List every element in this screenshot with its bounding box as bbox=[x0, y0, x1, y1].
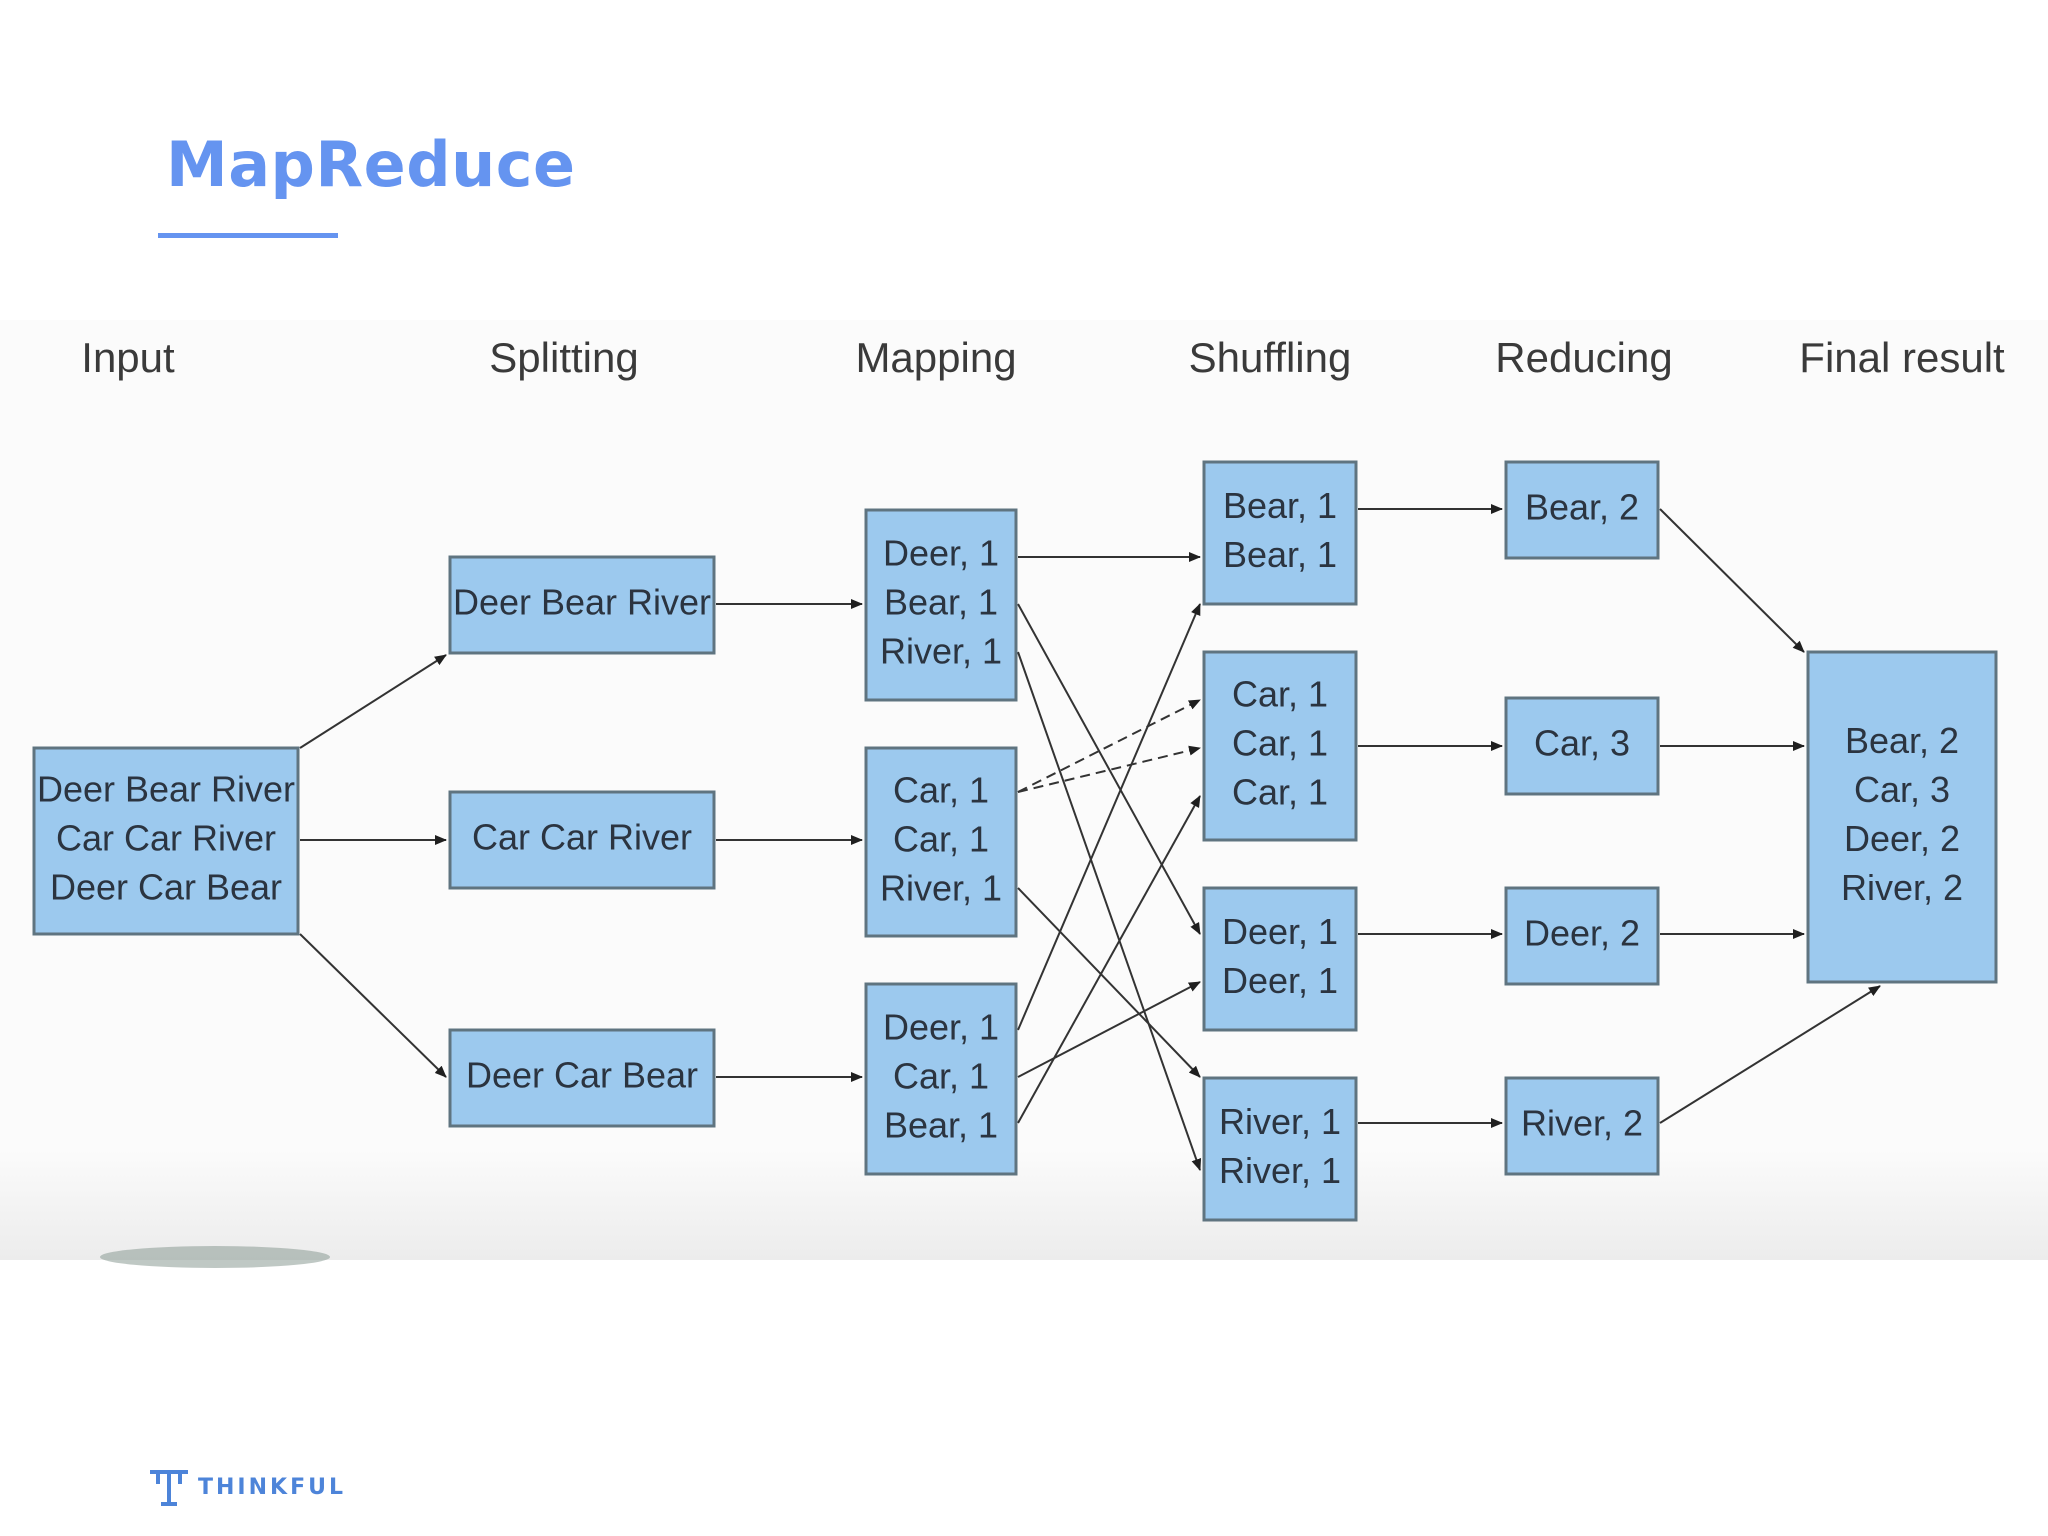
box-map3-line-3: Bear, 1 bbox=[884, 1105, 998, 1146]
arrow-input-to-split1 bbox=[299, 654, 447, 749]
panel-smudge bbox=[100, 1246, 330, 1268]
arrow-red1-to-final bbox=[1659, 508, 1805, 653]
box-input-line-2: Car Car River bbox=[56, 818, 276, 859]
box-input-rect bbox=[32, 746, 300, 936]
box-map1: Deer, 1 Bear, 1 River, 1 bbox=[864, 508, 1018, 702]
stage-label-splitting: Splitting bbox=[489, 334, 638, 381]
box-map2-line-1: Car, 1 bbox=[893, 770, 989, 811]
box-map1-rect bbox=[864, 508, 1018, 702]
arrow-map1-to-shuf3 bbox=[1017, 603, 1201, 935]
box-map1-line-1: Deer, 1 bbox=[883, 533, 999, 574]
box-final: Bear, 2 Car, 3 Deer, 2 River, 2 bbox=[1806, 650, 1998, 984]
box-red1-line-1: Bear, 2 bbox=[1525, 487, 1639, 528]
box-red4-rect bbox=[1504, 1076, 1660, 1176]
box-red1-rect bbox=[1504, 460, 1660, 560]
box-map3-line-1: Deer, 1 bbox=[883, 1007, 999, 1048]
box-red1: Bear, 2 bbox=[1504, 460, 1660, 560]
box-split2: Car Car River bbox=[448, 790, 716, 890]
box-shuf3-rect bbox=[1202, 886, 1358, 1032]
box-red3-line-1: Deer, 2 bbox=[1524, 913, 1640, 954]
box-shuf1-line-1: Bear, 1 bbox=[1223, 485, 1337, 526]
stage-label-mapping: Mapping bbox=[855, 334, 1016, 381]
arrow-map1-to-shuf4 bbox=[1017, 651, 1202, 1171]
box-red3: Deer, 2 bbox=[1504, 886, 1660, 986]
box-shuf2-line-1: Car, 1 bbox=[1232, 674, 1328, 715]
arrow-map3-to-shuf3 bbox=[1017, 603, 1201, 1031]
box-split3-line-1: Deer Car Bear bbox=[466, 1055, 698, 1096]
arrow-map3-to-shuf1 bbox=[1017, 795, 1201, 1124]
box-red4-line-1: River, 2 bbox=[1521, 1103, 1643, 1144]
thinkful-logo: THINKFUL bbox=[150, 1468, 346, 1506]
box-split3: Deer Car Bear bbox=[448, 1028, 716, 1128]
box-red3-rect bbox=[1504, 886, 1660, 986]
box-map3-rect bbox=[864, 982, 1018, 1176]
box-input-line-3: Deer Car Bear bbox=[50, 867, 282, 908]
box-red2-line-1: Car, 3 bbox=[1534, 723, 1630, 764]
arrow-map2-to-shuf4 bbox=[1017, 887, 1201, 1078]
box-split3-rect bbox=[448, 1028, 716, 1128]
box-map2-line-3: River, 1 bbox=[880, 868, 1002, 909]
title-underline bbox=[158, 233, 338, 238]
box-shuf4-rect bbox=[1202, 1076, 1358, 1222]
box-shuf2-rect bbox=[1202, 650, 1358, 842]
box-shuf4-line-2: River, 1 bbox=[1219, 1150, 1341, 1191]
slide-title: MapReduce bbox=[166, 128, 576, 201]
box-split1-line-1: Deer Bear River bbox=[453, 582, 711, 623]
box-final-rect bbox=[1806, 650, 1998, 984]
box-map2-rect bbox=[864, 746, 1018, 938]
arrow-map2-to-shuf2 bbox=[1017, 699, 1201, 793]
box-shuf3-line-1: Deer, 1 bbox=[1222, 911, 1338, 952]
box-map3: Deer, 1 Car, 1 Bear, 1 bbox=[864, 982, 1018, 1176]
box-shuf1: Bear, 1 Bear, 1 bbox=[1202, 460, 1358, 606]
arrow-map3-to-shuf2 bbox=[1017, 981, 1201, 1078]
box-red2-rect bbox=[1504, 696, 1660, 796]
box-split2-line-1: Car Car River bbox=[472, 817, 692, 858]
box-map1-line-2: Bear, 1 bbox=[884, 582, 998, 623]
box-map1-line-3: River, 1 bbox=[880, 631, 1002, 672]
box-final-line-1: Bear, 2 bbox=[1845, 720, 1959, 761]
box-split2-rect bbox=[448, 790, 716, 890]
box-shuf3-line-2: Deer, 1 bbox=[1222, 960, 1338, 1001]
box-final-line-2: Car, 3 bbox=[1854, 769, 1950, 810]
box-final-line-3: Deer, 2 bbox=[1844, 818, 1960, 859]
thinkful-logo-icon bbox=[150, 1470, 188, 1506]
box-shuf2-line-3: Car, 1 bbox=[1232, 772, 1328, 813]
panel-bottom-fade bbox=[0, 1150, 2048, 1260]
stage-label-reducing: Reducing bbox=[1495, 334, 1672, 381]
arrow-red4-to-final bbox=[1659, 985, 1881, 1124]
stage-label-input: Input bbox=[81, 334, 175, 381]
stage-label-final-result: Final result bbox=[1799, 334, 2005, 381]
box-split1: Deer Bear River bbox=[448, 555, 716, 655]
box-shuf2: Car, 1 Car, 1 Car, 1 bbox=[1202, 650, 1358, 842]
box-red4: River, 2 bbox=[1504, 1076, 1660, 1176]
box-shuf2-line-2: Car, 1 bbox=[1232, 723, 1328, 764]
box-final-line-4: River, 2 bbox=[1841, 867, 1963, 908]
box-red2: Car, 3 bbox=[1504, 696, 1660, 796]
stage-label-shuffling: Shuffling bbox=[1189, 334, 1352, 381]
box-map2: Car, 1 Car, 1 River, 1 bbox=[864, 746, 1018, 938]
footer-logo-text: THINKFUL bbox=[198, 1474, 346, 1500]
box-shuf3: Deer, 1 Deer, 1 bbox=[1202, 886, 1358, 1032]
box-split1-rect bbox=[448, 555, 716, 655]
arrow-input-to-split3 bbox=[299, 933, 447, 1078]
box-map2-line-2: Car, 1 bbox=[893, 819, 989, 860]
box-shuf4: River, 1 River, 1 bbox=[1202, 1076, 1358, 1222]
box-shuf1-rect bbox=[1202, 460, 1358, 606]
box-shuf4-line-1: River, 1 bbox=[1219, 1101, 1341, 1142]
box-map3-line-2: Car, 1 bbox=[893, 1056, 989, 1097]
box-shuf1-line-2: Bear, 1 bbox=[1223, 534, 1337, 575]
box-input-line-1: Deer Bear River bbox=[37, 769, 295, 810]
